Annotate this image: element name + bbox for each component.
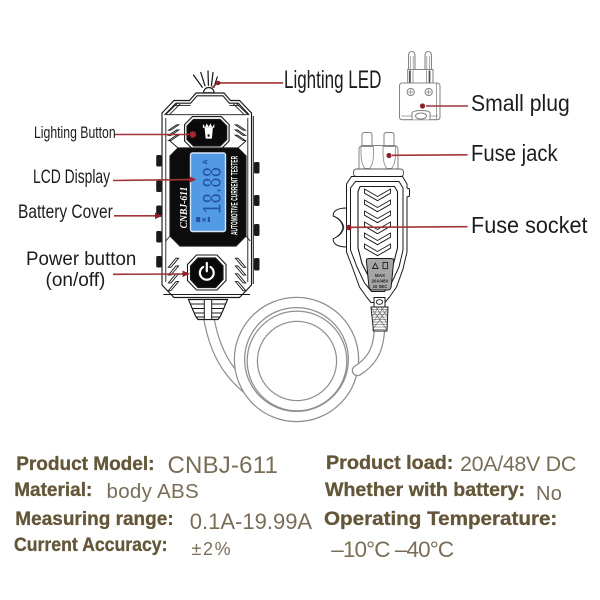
svg-text:18.88: 18.88 xyxy=(196,167,226,214)
svg-text:CNBJ-611: CNBJ-611 xyxy=(178,187,190,229)
svg-text:10 SEC: 10 SEC xyxy=(373,284,388,289)
svg-text:AUTOMOTIVE CURRENT TESTER: AUTOMOTIVE CURRENT TESTER xyxy=(229,156,240,235)
svg-text:20A/48V: 20A/48V xyxy=(372,279,389,284)
svg-text:A: A xyxy=(203,159,210,164)
svg-text:MAX: MAX xyxy=(375,273,386,278)
